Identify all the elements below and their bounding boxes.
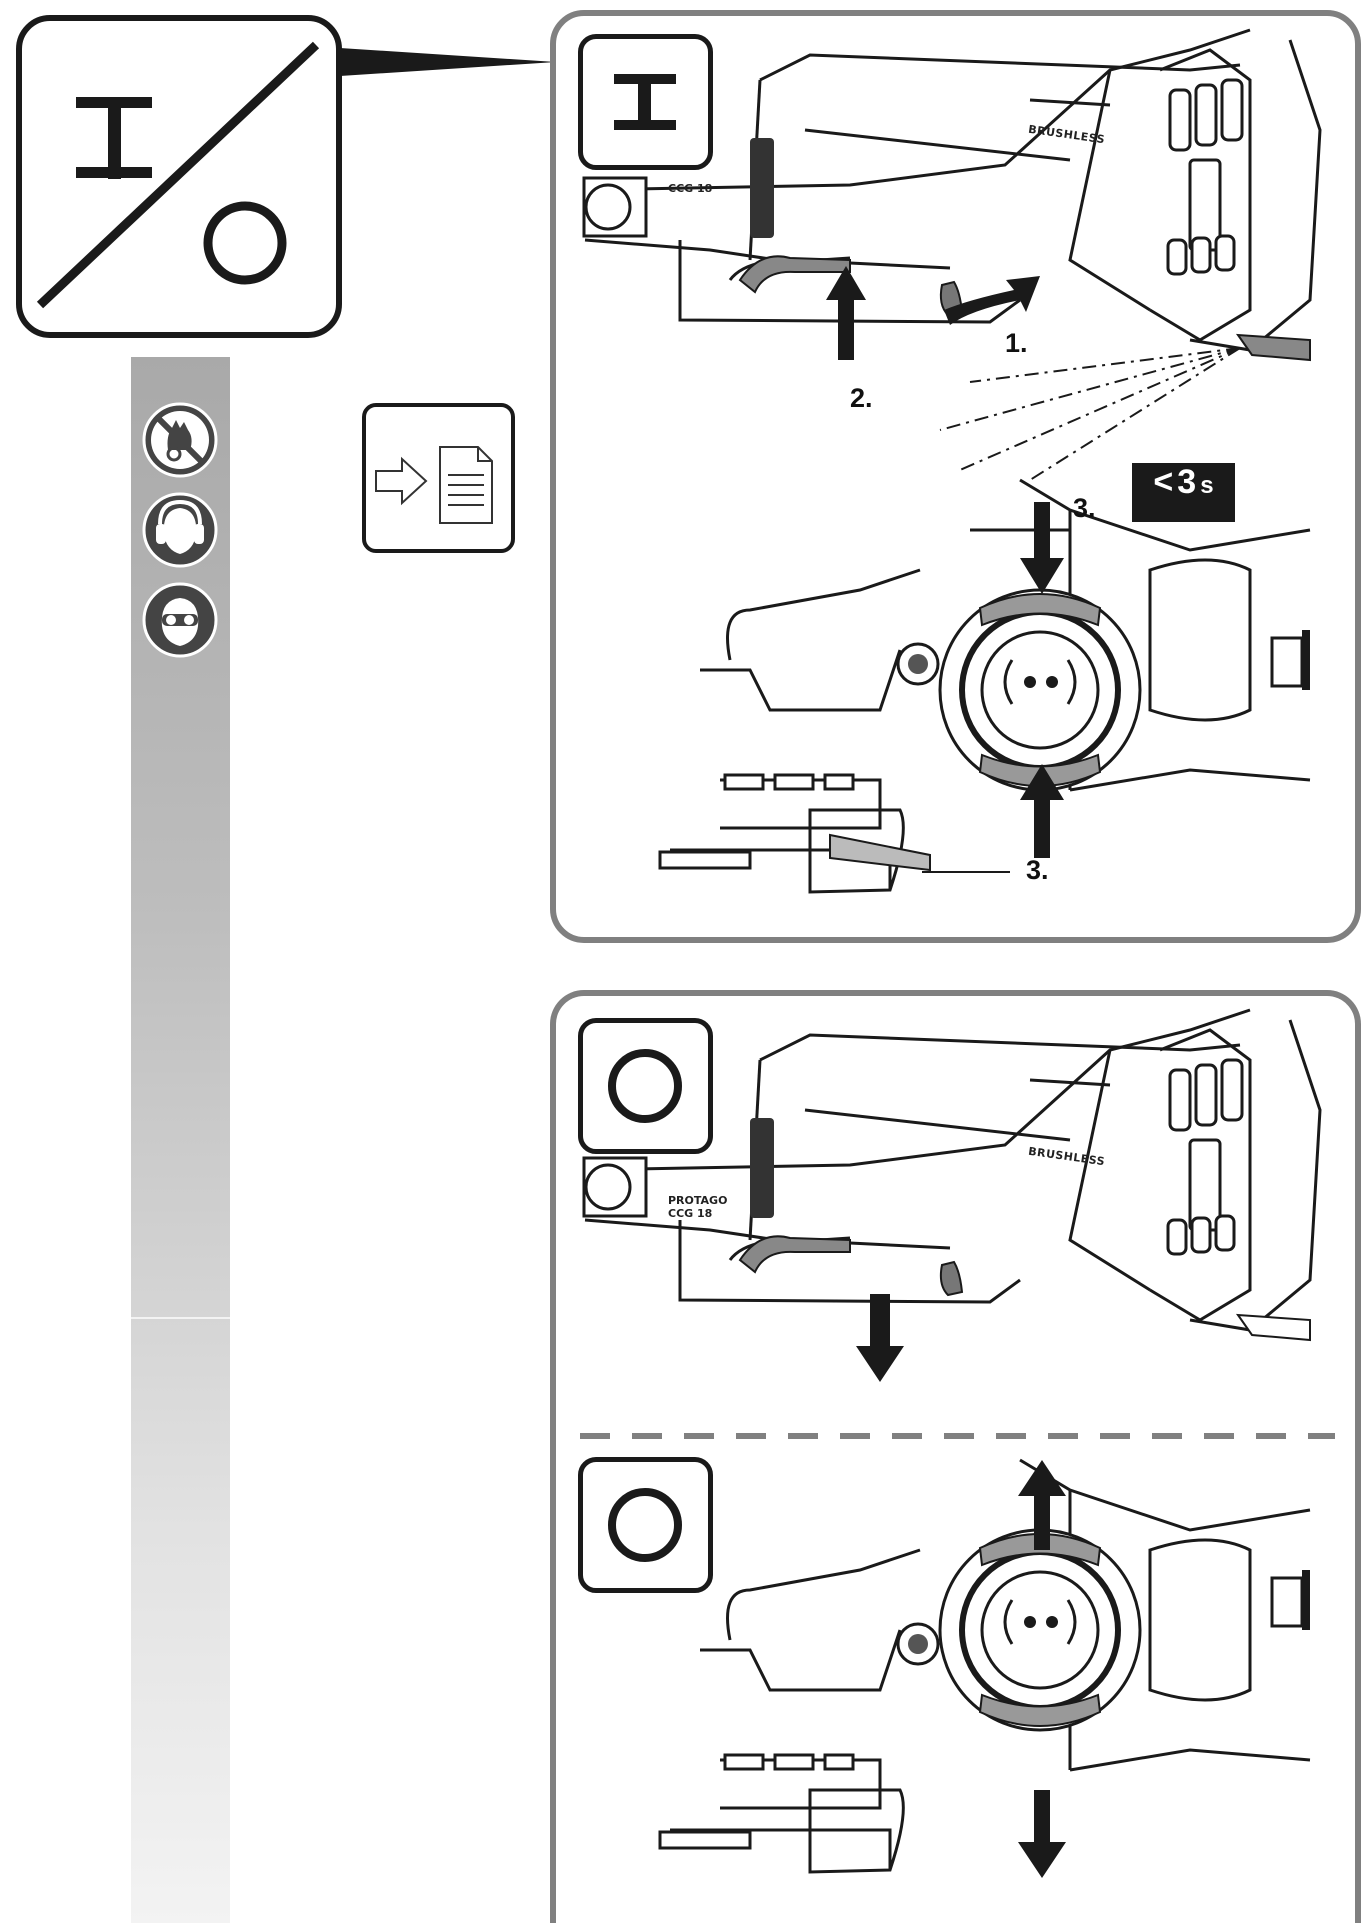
eye-protection-icon — [142, 582, 218, 658]
off-mode-box-top — [578, 1018, 713, 1154]
step-3-label-top: 3. — [1073, 493, 1096, 523]
off-symbol-icon — [203, 201, 287, 285]
on-symbol-icon — [614, 74, 676, 130]
tool-model-label-off-1: PROTAGO — [668, 1194, 728, 1207]
off-symbol-icon — [608, 1049, 682, 1123]
step-3-label-bottom: 3. — [1026, 855, 1049, 885]
time-limit-prefix: < — [1153, 463, 1174, 501]
step-2-label: 2. — [850, 383, 873, 413]
tool-model-label: CCG 18 — [668, 182, 713, 195]
step-1-label: 1. — [1005, 328, 1028, 358]
time-limit-value: 3 — [1177, 463, 1197, 501]
time-limit-badge: < 3 s — [1132, 463, 1235, 522]
off-symbol-icon — [608, 1488, 682, 1562]
ear-protection-icon — [142, 492, 218, 568]
callout-pointer — [340, 48, 556, 76]
no-gloves-icon — [142, 402, 218, 478]
grinder-illustration-off — [580, 1008, 1335, 1878]
off-mode-box-bottom — [578, 1457, 713, 1593]
grinder-illustration-on — [582, 28, 1322, 894]
on-mode-box — [578, 34, 713, 170]
read-manual-icon — [375, 446, 493, 524]
on-off-symbol — [36, 41, 320, 309]
on-symbol-icon — [76, 97, 152, 179]
tool-model-label-off-2: CCG 18 — [668, 1207, 713, 1220]
time-limit-unit: s — [1200, 472, 1214, 499]
